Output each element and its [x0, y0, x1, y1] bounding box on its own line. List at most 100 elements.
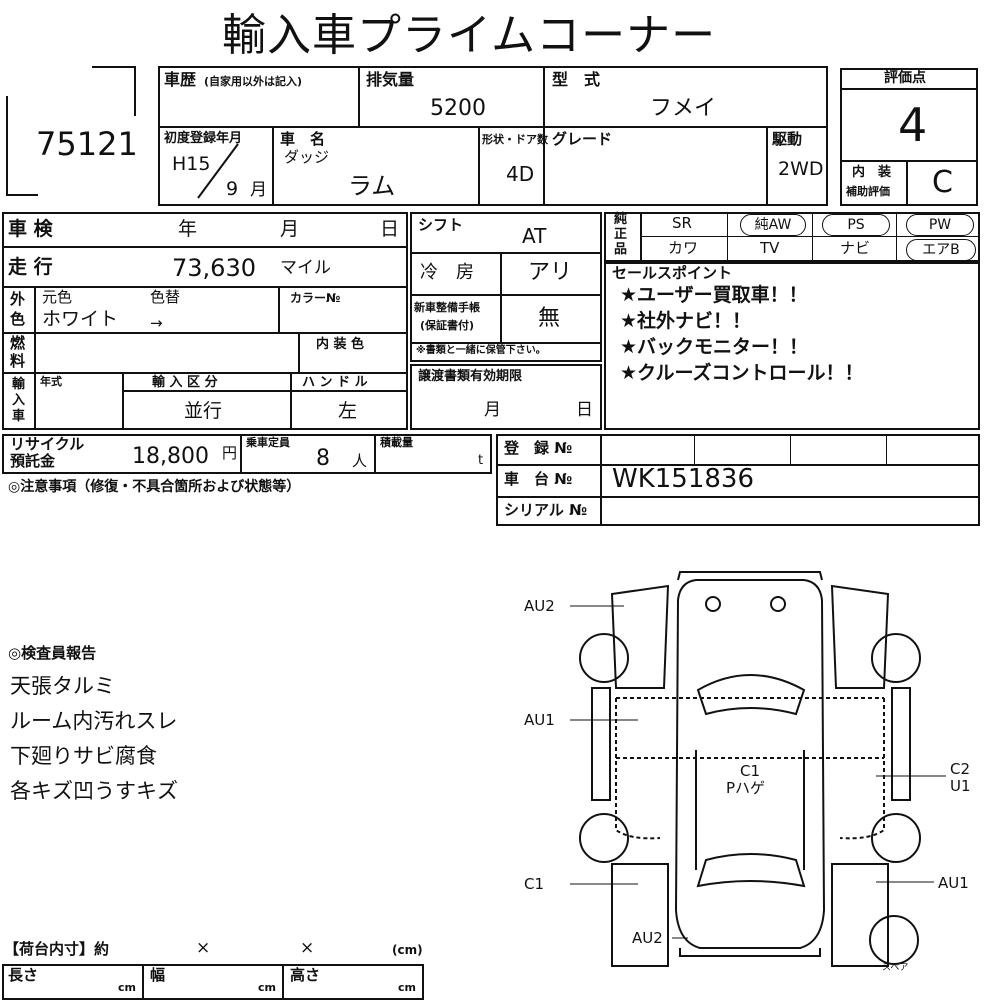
color-arrow: → — [150, 314, 163, 332]
car-name-label: 車 名 — [280, 130, 326, 148]
body-label: 形状・ドア数 — [482, 133, 548, 146]
first-reg-label: 初度登録年月 — [164, 131, 243, 146]
vehicle-damage-diagram: AU2 AU1 C1 AU2 C2 U1 AU1 C1 Pハゲ スペア — [524, 571, 971, 973]
manual-label-1: 新車整備手帳 — [414, 301, 480, 314]
right-rear-panel — [831, 863, 889, 967]
lot-corner-left — [6, 96, 8, 196]
divider — [2, 246, 408, 248]
equip-airbag: エアB — [906, 239, 976, 261]
left-side-step — [591, 687, 611, 801]
serial-label: シリアル № — [504, 501, 588, 519]
divider — [240, 434, 242, 474]
rear-window — [696, 853, 806, 888]
mileage-unit: マイル — [280, 258, 331, 278]
right-front-fender — [830, 584, 890, 689]
divider — [410, 252, 602, 254]
divider — [2, 286, 408, 288]
divider — [766, 126, 768, 206]
interior-label: 内 装 — [852, 165, 892, 180]
equip-pw: PW — [906, 214, 974, 236]
recycle-label-1: リサイクル — [10, 435, 85, 453]
fuel-side-1: 燃 — [10, 334, 26, 352]
cargo-length-unit: cm — [118, 981, 136, 994]
rating-label: 評価点 — [884, 70, 926, 86]
divider — [358, 66, 360, 128]
cargo-label: 【荷台内寸】約 — [4, 940, 110, 958]
divider — [727, 212, 728, 262]
capacity-label: 乗車定員 — [246, 436, 290, 449]
aircon-value: アリ — [528, 260, 573, 285]
divider — [410, 294, 602, 296]
color-no-label: カラー№ — [290, 291, 341, 305]
equip-leather: カワ — [668, 239, 699, 257]
label-c1-left: C1 — [524, 875, 544, 893]
right-side-step — [891, 687, 911, 801]
label-spare: スペア — [882, 963, 908, 973]
chassis-label: 車 台 № — [504, 470, 573, 488]
color-change-label: 色替 — [150, 288, 181, 306]
divider — [496, 496, 980, 498]
left-rear-panel — [611, 863, 669, 967]
left-front-fender — [610, 584, 670, 689]
header-divider — [158, 126, 828, 128]
equip-ps: PS — [822, 214, 890, 236]
import-year-label: 年式 — [40, 375, 62, 388]
inspection-block — [2, 212, 408, 430]
slash-divider — [197, 143, 239, 199]
divider — [282, 964, 284, 1000]
first-reg-month-unit: 月 — [250, 180, 267, 200]
divider — [790, 434, 791, 464]
transfer-day: 日 — [576, 400, 593, 420]
spare-wheel — [869, 915, 919, 965]
divider — [34, 286, 36, 430]
label-au2-top: AU2 — [524, 597, 555, 615]
mileage-value: 73,630 — [172, 254, 256, 282]
label-c2-right: C2 — [950, 760, 970, 778]
sales-point-3: ★バックモニター！！ — [620, 336, 809, 358]
sales-point-1: ★ユーザー買取車！！ — [620, 284, 808, 306]
grade-label: グレード — [552, 130, 613, 148]
cargo-width-unit: cm — [258, 981, 276, 994]
door-line — [839, 698, 885, 840]
load-label: 積載量 — [380, 436, 413, 449]
interior-value: C — [932, 165, 953, 200]
displacement-value: 5200 — [430, 96, 486, 121]
inspector-report-label: ◎検査員報告 — [8, 644, 97, 662]
model-type-value: フメイ — [650, 96, 717, 121]
divider — [812, 212, 813, 262]
inspection-label: 車 検 — [8, 218, 53, 240]
header-block — [158, 66, 828, 206]
door-line — [615, 698, 661, 840]
manual-note: ※書類と一緒に保管下さい。 — [416, 345, 546, 356]
model-type-label: 型 式 — [552, 70, 601, 89]
sales-point-4: ★クルーズコントロール！！ — [620, 362, 864, 384]
manual-label-2: (保証書付) — [420, 319, 475, 332]
inspection-day: 日 — [380, 218, 400, 240]
car-maker: ダッジ — [284, 148, 330, 166]
equip-aw: 純AW — [740, 214, 806, 236]
equip-tv: TV — [760, 239, 780, 257]
cargo-block — [2, 964, 424, 1000]
report-line-1: 天張タルミ — [10, 674, 115, 698]
divider — [500, 252, 502, 344]
capacity-unit: 人 — [352, 452, 368, 470]
recycle-value: 18,800 — [132, 444, 209, 469]
caution-label: ◎注意事項（修復・不具合箇所および状態等） — [8, 479, 301, 495]
aircon-label: 冷 房 — [420, 262, 474, 283]
divider — [886, 434, 887, 464]
label-au1-left: AU1 — [524, 711, 555, 729]
headlight-left — [705, 596, 721, 612]
registration-block — [496, 434, 980, 526]
mileage-label: 走 行 — [8, 256, 53, 278]
capacity-value: 8 — [316, 446, 330, 471]
report-line-2: ルーム内汚れスレ — [10, 709, 178, 733]
color-side-2: 色 — [10, 310, 26, 328]
color-side-1: 外 — [10, 290, 26, 308]
divider — [840, 160, 978, 162]
handle-label: ハ ン ド ル — [302, 375, 368, 390]
wheel-rear-right — [871, 813, 921, 863]
divider — [906, 160, 908, 206]
divider — [640, 212, 642, 262]
front-bumper — [677, 571, 823, 581]
lot-corner-bottom — [6, 194, 38, 196]
